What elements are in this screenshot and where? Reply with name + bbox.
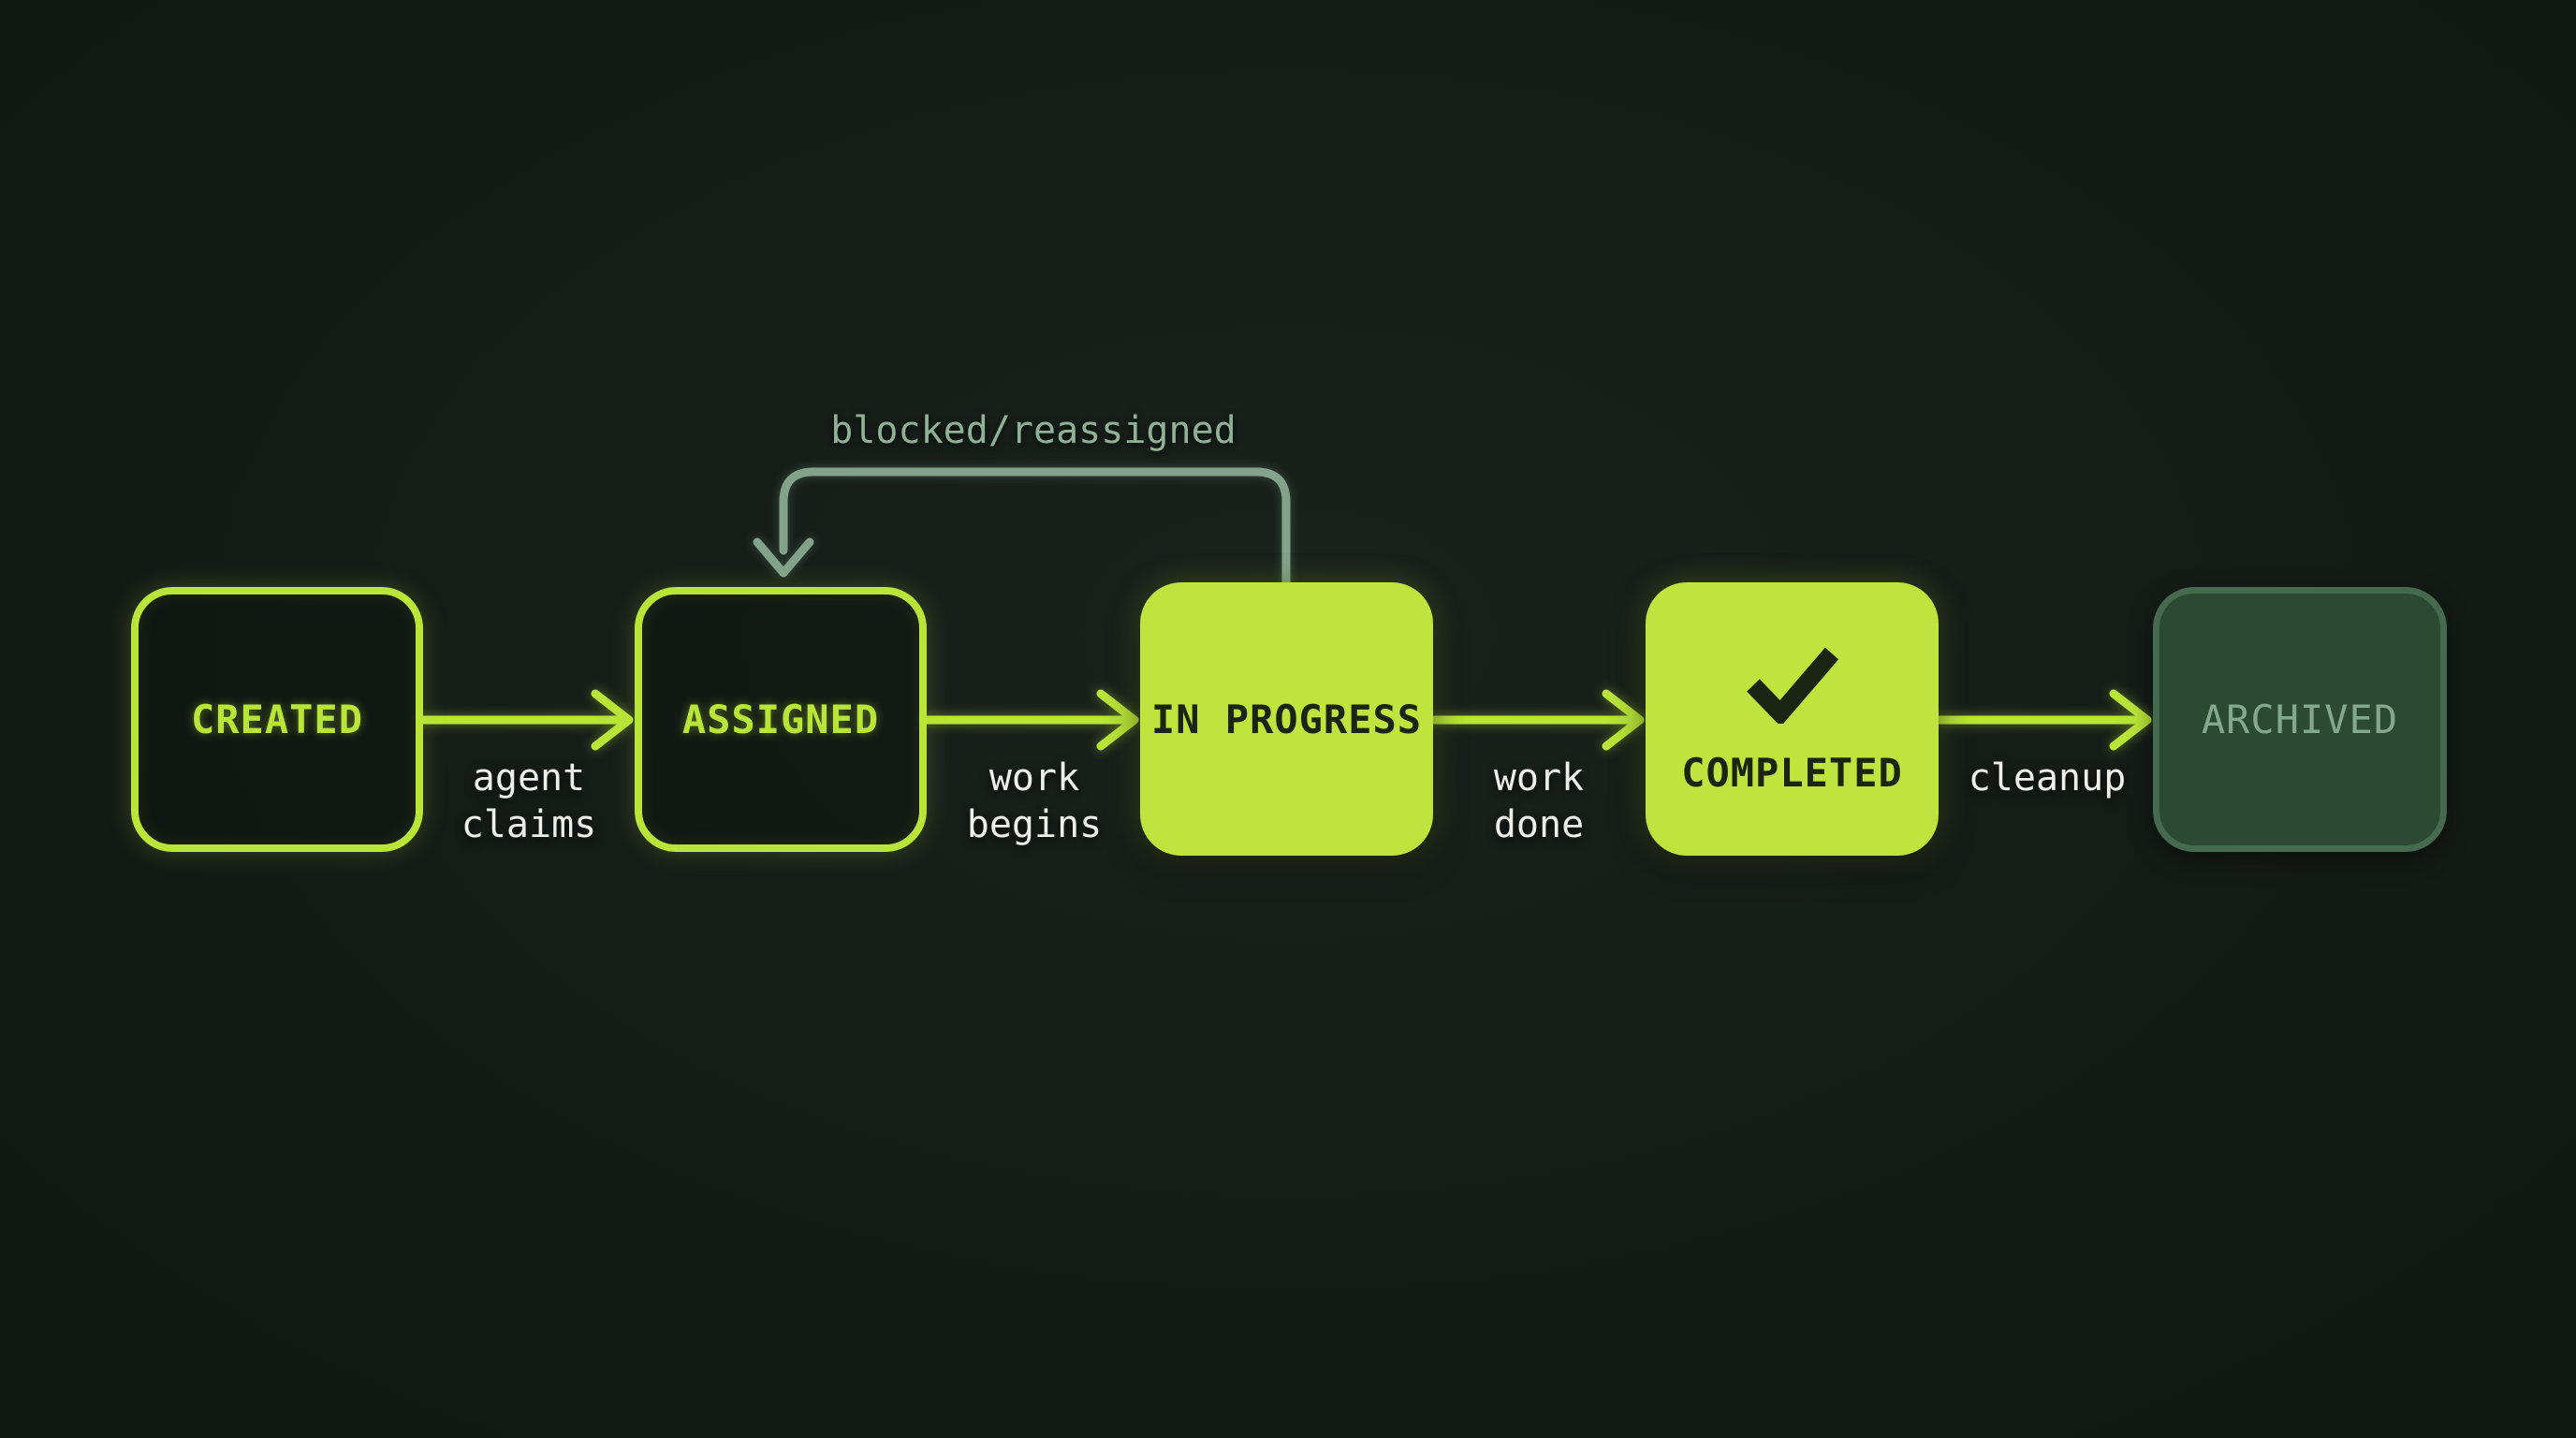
edge-label-blocked-reassigned: blocked/reassigned (830, 409, 1237, 452)
state-label: COMPLETED (1681, 749, 1903, 796)
arrow-in-progress-to-completed (1428, 689, 1645, 751)
arrow-completed-to-archived (1934, 689, 2152, 751)
state-label: IN PROGRESS (1150, 696, 1423, 742)
state-node-in-progress: IN PROGRESS (1140, 582, 1433, 856)
state-node-created: CREATED (131, 587, 423, 852)
edge-label-cleanup: cleanup (1968, 756, 2127, 800)
checkmark-icon (1743, 643, 1842, 724)
arrow-created-to-assigned (418, 689, 634, 751)
state-node-assigned: ASSIGNED (635, 587, 927, 852)
state-label: ASSIGNED (681, 697, 880, 742)
edge-label-work-done: work done (1493, 756, 1585, 846)
edge-label-work-begins: work begins (966, 756, 1103, 846)
arrow-assigned-to-in-progress (922, 689, 1139, 751)
edge-label-agent-claims: agent claims (461, 756, 597, 846)
loop-arrow-blocked-reassigned (753, 467, 1291, 587)
state-label: CREATED (190, 697, 363, 742)
state-node-completed: COMPLETED (1646, 582, 1939, 856)
state-node-archived: ARCHIVED (2153, 587, 2447, 852)
state-label: ARCHIVED (2201, 697, 2399, 742)
